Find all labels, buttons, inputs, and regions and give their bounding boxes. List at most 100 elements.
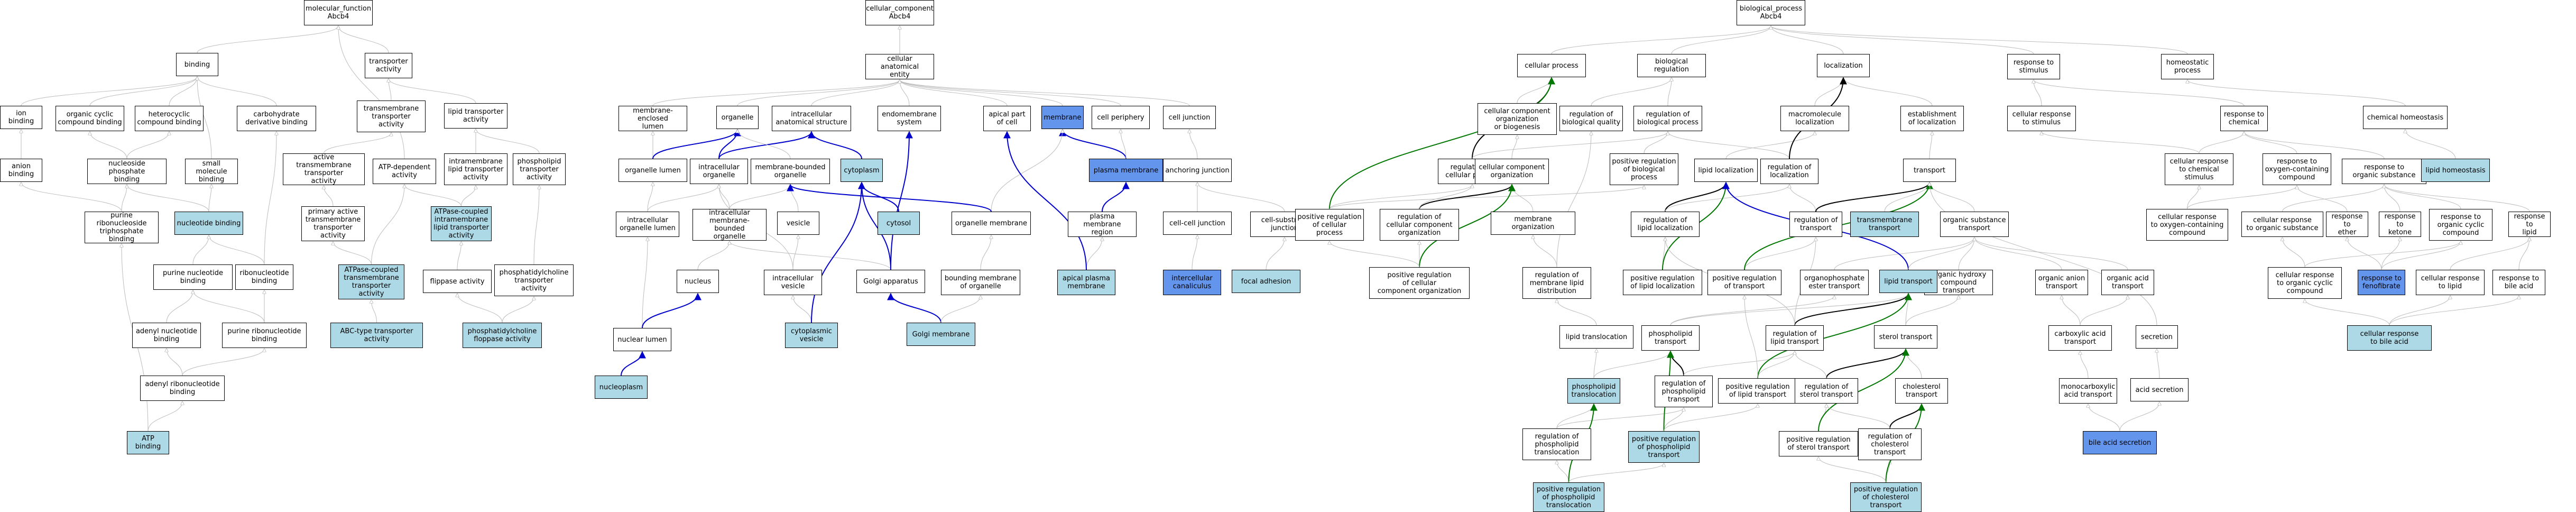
node-organelle[interactable]: organelle: [716, 106, 759, 129]
node-response-to-lipid[interactable]: response to lipid: [2508, 212, 2551, 237]
node-cell-junction[interactable]: cell junction: [1163, 106, 1216, 129]
node-cytoplasmic-vesicle[interactable]: cytoplasmic vesicle: [785, 323, 838, 348]
node-adenyl-ribonucleotide-binding[interactable]: adenyl ribonucleotide binding: [140, 376, 225, 401]
node-carboxylic-acid-transport[interactable]: carboxylic acid transport: [2048, 325, 2112, 351]
node-regulation-of-biological-process[interactable]: regulation of biological process: [1633, 106, 1702, 131]
node-organic-acid-transport[interactable]: organic acid transport: [2101, 270, 2154, 295]
node-carbohydrate-derivative-binding[interactable]: carbohydrate derivative binding: [237, 106, 316, 131]
node-monocarboxylic-acid-transport[interactable]: monocarboxylic acid transport: [2059, 378, 2117, 404]
node-phospholipid-transport[interactable]: phospholipid transport: [1641, 325, 1700, 351]
node-bile-acid-secretion[interactable]: bile acid secretion: [2083, 431, 2157, 454]
node-apical-part-of-cell[interactable]: apical part of cell: [983, 106, 1031, 131]
node-binding[interactable]: binding: [176, 53, 218, 76]
node-atpase-coupled-transmembrane-transporter-activity[interactable]: ATPase-coupled transmembrane transporter…: [338, 264, 404, 299]
node-homeostatic-process[interactable]: homeostatic process: [2161, 54, 2214, 79]
node-atpase-coupled-intramembrane-lipid-transporter-activity[interactable]: ATPase-coupled intramembrane lipid trans…: [431, 206, 492, 241]
node-response-to-organic-cyclic-compound[interactable]: response to organic cyclic compound: [2429, 209, 2492, 241]
node-nucleotide-binding[interactable]: nucleotide binding: [174, 212, 243, 235]
node-cellular-component-org-biogenesis[interactable]: cellular component organization or bioge…: [1478, 103, 1557, 135]
node-transport[interactable]: transport: [1903, 159, 1956, 182]
node-golgi-membrane[interactable]: Golgi membrane: [907, 323, 975, 346]
node-membrane-enclosed-lumen[interactable]: membrane-enclosed lumen: [618, 106, 687, 131]
node-secretion[interactable]: secretion: [2136, 325, 2178, 349]
node-cytoplasm[interactable]: cytoplasm: [841, 159, 883, 182]
node-regulation-of-lipid-transport[interactable]: regulation of lipid transport: [1766, 325, 1824, 351]
node-vesicle[interactable]: vesicle: [777, 212, 819, 235]
node-apical-plasma-membrane[interactable]: apical plasma membrane: [1057, 270, 1115, 295]
node-positive-regulation-of-sterol-transport[interactable]: positive regulation of sterol transport: [1779, 431, 1858, 456]
node-primary-active-transmembrane-transporter-activity[interactable]: primary active transmembrane transporter…: [301, 206, 365, 241]
node-nucleoside-phosphate-binding[interactable]: nucleoside phosphate binding: [87, 159, 167, 184]
node-cellular-process[interactable]: cellular process: [1517, 54, 1586, 77]
node-cell-cell-junction[interactable]: cell-cell junction: [1163, 212, 1232, 235]
node-cellular-response-to-chemical-stimulus[interactable]: cellular response to chemical stimulus: [2165, 153, 2233, 185]
node-organic-substance-transport[interactable]: organic substance transport: [1940, 212, 2009, 237]
node-plasma-membrane-region[interactable]: plasma membrane region: [1068, 212, 1137, 237]
node-phospholipid-translocation[interactable]: phospholipid translocation: [1567, 378, 1620, 404]
node-flippase-activity[interactable]: flippase activity: [423, 270, 492, 293]
node-membrane[interactable]: membrane: [1041, 106, 1084, 129]
node-sterol-transport[interactable]: sterol transport: [1874, 325, 1937, 349]
node-regulation-of-membrane-lipid-distribution[interactable]: regulation of membrane lipid distributio…: [1522, 267, 1591, 299]
node-intracellular-vesicle[interactable]: intracellular vesicle: [764, 270, 822, 295]
node-organic-cyclic-binding[interactable]: organic cyclic compound binding: [56, 106, 124, 131]
node-intracellular-anatomical-structure[interactable]: intracellular anatomical structure: [772, 106, 851, 131]
node-cae[interactable]: cellular anatomical entity: [865, 54, 934, 79]
node-focal-adhesion[interactable]: focal adhesion: [1232, 270, 1300, 293]
node-response-to-ether[interactable]: response to ether: [2326, 212, 2368, 237]
node-lipid-transporter-activity[interactable]: lipid transporter activity: [444, 103, 507, 129]
node-acid-secretion[interactable]: acid secretion: [2130, 378, 2189, 401]
node-atp-dependent-activity[interactable]: ATP-dependent activity: [373, 159, 436, 184]
node-transmembrane-transporter-activity[interactable]: transmembrane transporter activity: [357, 100, 426, 132]
node-lipid-localization[interactable]: lipid localization: [1694, 159, 1758, 182]
node-positive-regulation-of-phospholipid-translocation[interactable]: positive regulation of phospholipid tran…: [1533, 482, 1604, 512]
node-organelle-membrane[interactable]: organelle membrane: [952, 212, 1031, 235]
node-response-to-bile-acid[interactable]: response to bile acid: [2492, 270, 2545, 295]
node-response-to-stimulus[interactable]: response to stimulus: [2007, 54, 2060, 79]
node-positive-regulation-of-lipid-localization[interactable]: positive regulation of lipid localizatio…: [1623, 270, 1702, 295]
node-atp-binding[interactable]: ATP binding: [127, 431, 169, 454]
node-ion-binding[interactable]: ion binding: [0, 106, 42, 129]
node-regulation-of-phospholipid-transport[interactable]: regulation of phospholipid transport: [1655, 376, 1713, 407]
node-intracellular-organelle[interactable]: intracellular organelle: [690, 159, 748, 184]
node-cellular-response-to-organic-substance[interactable]: cellular response to organic substance: [2241, 212, 2323, 237]
node-membrane-bounded-organelle[interactable]: membrane-bounded organelle: [751, 159, 830, 184]
node-plasma-membrane[interactable]: plasma membrane: [1089, 159, 1163, 182]
node-regulation-of-cellular-component-organization[interactable]: regulation of cellular component organiz…: [1380, 209, 1459, 241]
node-positive-regulation-of-cellular-process[interactable]: positive regulation of cellular process: [1295, 209, 1364, 241]
node-regulation-of-biological-quality[interactable]: regulation of biological quality: [1559, 106, 1623, 131]
node-cytosol[interactable]: cytosol: [878, 212, 920, 235]
node-ribonucleotide-binding[interactable]: ribonucleotide binding: [235, 264, 293, 290]
node-lipid-translocation[interactable]: lipid translocation: [1559, 325, 1633, 349]
node-regulation-of-phospholipid-translocation[interactable]: regulation of phospholipid translocation: [1522, 428, 1591, 460]
node-purine-ribonucleoside-triphosphate-binding[interactable]: purine ribonucleoside triphosphate bindi…: [85, 212, 159, 243]
node-purine-ribonucleotide-binding[interactable]: purine ribonucleotide binding: [222, 323, 307, 348]
node-cellular-response-to-bile-acid[interactable]: cellular response to bile acid: [2347, 325, 2432, 351]
node-response-to-chemical[interactable]: response to chemical: [2220, 106, 2268, 131]
node-regulation-of-cholesterol-transport[interactable]: regulation of cholesterol transport: [1858, 428, 1922, 460]
node-transmembrane-transport[interactable]: transmembrane transport: [1850, 212, 1919, 237]
node-purine-nucleotide-binding[interactable]: purine nucleotide binding: [153, 264, 233, 290]
node-phospholipid-transporter-activity[interactable]: phospholipid transporter activity: [513, 153, 566, 185]
node-regulation-of-lipid-localization[interactable]: regulation of lipid localization: [1631, 212, 1700, 237]
node-chemical-homeostasis[interactable]: chemical homeostasis: [2363, 106, 2448, 129]
node-lipid-transport[interactable]: lipid transport: [1879, 270, 1937, 293]
node-cholesterol-transport[interactable]: cholesterol transport: [1895, 378, 1948, 404]
node-nucleus[interactable]: nucleus: [677, 270, 719, 293]
node-organic-anion-transport[interactable]: organic anion transport: [2035, 270, 2088, 295]
node-heterocyclic-binding[interactable]: heterocyclic compound binding: [135, 106, 204, 131]
node-active-transmembrane-transporter-activity[interactable]: active transmembrane transporter activit…: [283, 153, 365, 185]
node-response-to-ketone[interactable]: response to ketone: [2379, 212, 2421, 237]
node-bp[interactable]: biological_process Abcb4: [1737, 0, 1805, 25]
node-cell-periphery[interactable]: cell periphery: [1092, 106, 1150, 129]
node-establishment-of-localization[interactable]: establishment of localization: [1900, 106, 1964, 131]
node-regulation-of-localization[interactable]: regulation of localization: [1760, 159, 1818, 184]
node-macromolecule-localization[interactable]: macromolecule localization: [1780, 106, 1849, 131]
node-transporter-activity[interactable]: transporter activity: [365, 53, 412, 78]
node-nuclear-lumen[interactable]: nuclear lumen: [613, 328, 671, 351]
node-positive-regulation-of-biological-process[interactable]: positive regulation of biological proces…: [1610, 153, 1678, 185]
node-adenyl-nucleotide-binding[interactable]: adenyl nucleotide binding: [132, 323, 201, 348]
node-organelle-lumen[interactable]: organelle lumen: [618, 159, 687, 182]
node-cellular-response-to-organic-cyclic-compound[interactable]: cellular response to organic cyclic comp…: [2268, 267, 2342, 299]
node-mf[interactable]: molecular_function Abcb4: [304, 0, 373, 25]
